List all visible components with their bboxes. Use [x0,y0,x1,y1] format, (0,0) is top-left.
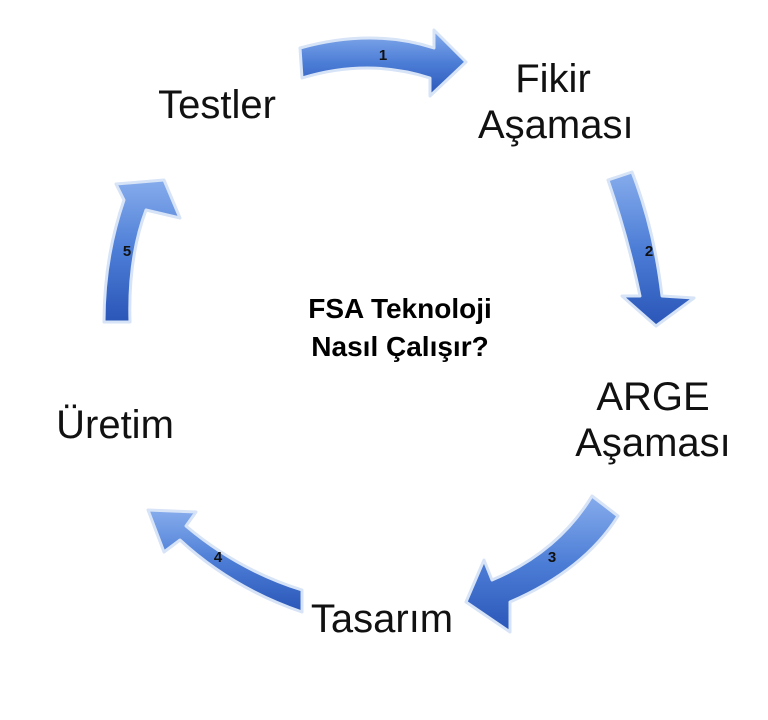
diagram-title-line-2: Nasıl Çalışır? [311,331,489,362]
stage-tasarim: Tasarım [300,596,464,642]
arrow-1: 1 [298,28,468,98]
stage-fikir-asamasi: Fikir Aşaması [478,56,634,148]
stage-testler: Testler [146,82,288,128]
arrow-2-number: 2 [645,243,653,260]
stage-fikir-line-1: Fikir [515,57,591,101]
arrow-3-number: 3 [548,549,556,566]
stage-arge-line-2: Aşaması [575,421,731,465]
stage-fikir-line-2: Aşaması [478,103,634,147]
arrow-5-number: 5 [123,243,131,260]
stage-arge-line-1: ARGE [596,375,710,419]
diagram-title: FSA Teknoloji Nasıl Çalışır? [250,290,550,366]
stage-tasarim-line-1: Tasarım [310,597,454,641]
stage-testler-line-1: Testler [158,83,276,127]
diagram-title-line-1: FSA Teknoloji [308,293,492,324]
arrow-5: 5 [102,178,182,324]
stage-uretim-line-1: Üretim [56,403,174,447]
arrow-3: 3 [464,494,620,634]
stage-uretim: Üretim [40,402,190,448]
arrow-4: 4 [146,508,304,614]
stage-arge-asamasi: ARGE Aşaması [568,374,738,466]
arrow-1-number: 1 [379,47,387,64]
arrow-4-number: 4 [214,549,223,566]
arrow-2: 2 [606,170,696,328]
